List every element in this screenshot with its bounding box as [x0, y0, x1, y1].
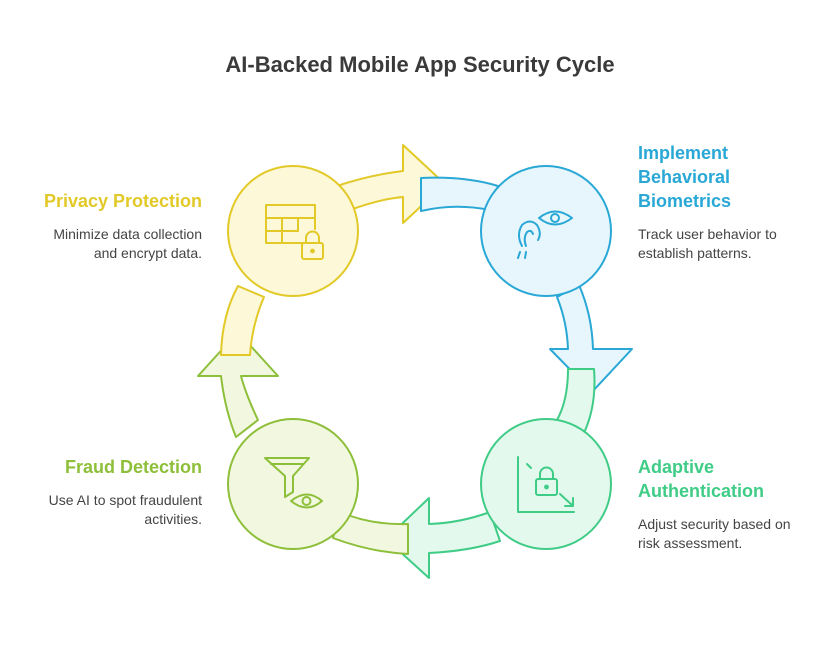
- fraud-description: Use AI to spot fraudulent activities.: [20, 491, 202, 529]
- biometrics-description: Track user behavior to establish pattern…: [638, 225, 833, 263]
- touch-eye-icon: [517, 210, 573, 259]
- table-lock-icon: [265, 204, 324, 260]
- privacy-heading: Privacy Protection: [30, 189, 202, 213]
- filter-eye-icon: [264, 457, 323, 509]
- biometrics-description-line: Track user behavior to: [638, 226, 777, 242]
- biometrics-heading-line: Biometrics: [638, 191, 732, 211]
- arrow-fraud-to-privacy: [197, 331, 279, 438]
- stage-privacy-node: [227, 165, 359, 297]
- adaptive-heading: Adaptive Authentication: [638, 455, 828, 503]
- adaptive-description: Adjust security based on risk assessment…: [638, 515, 833, 553]
- stage-biometrics-node: [480, 165, 612, 297]
- biometrics-heading-line: Implement: [638, 143, 729, 163]
- fraud-description-line: Use AI to spot fraudulent: [48, 492, 202, 508]
- adaptive-description-line: Adjust security based on: [638, 516, 791, 532]
- fraud-heading-text: Fraud Detection: [64, 457, 202, 477]
- fraud-description-line: activities.: [144, 511, 202, 527]
- arrow-tail-left: [220, 285, 265, 356]
- diagram-title: AI-Backed Mobile App Security Cycle: [225, 52, 615, 77]
- biometrics-heading: Implement Behavioral Biometrics: [638, 141, 828, 213]
- arrow-tail-bottom: [332, 511, 409, 555]
- adaptive-heading-line: Adaptive: [638, 457, 715, 477]
- adaptive-heading-line: Authentication: [638, 481, 764, 501]
- biometrics-heading-line: Behavioral: [638, 167, 731, 187]
- privacy-description-line: Minimize data collection: [53, 226, 202, 242]
- stage-fraud-node: [227, 418, 359, 550]
- privacy-heading-text: Privacy Protection: [43, 191, 202, 211]
- fraud-heading: Fraud Detection: [30, 455, 202, 479]
- adaptive-description-line: risk assessment.: [638, 535, 743, 551]
- biometrics-description-line: establish patterns.: [638, 245, 752, 261]
- chart-lock-icon: [517, 456, 575, 513]
- privacy-description: Minimize data collection and encrypt dat…: [20, 225, 202, 263]
- stage-adaptive-node: [480, 418, 612, 550]
- privacy-description-line: and encrypt data.: [93, 245, 202, 261]
